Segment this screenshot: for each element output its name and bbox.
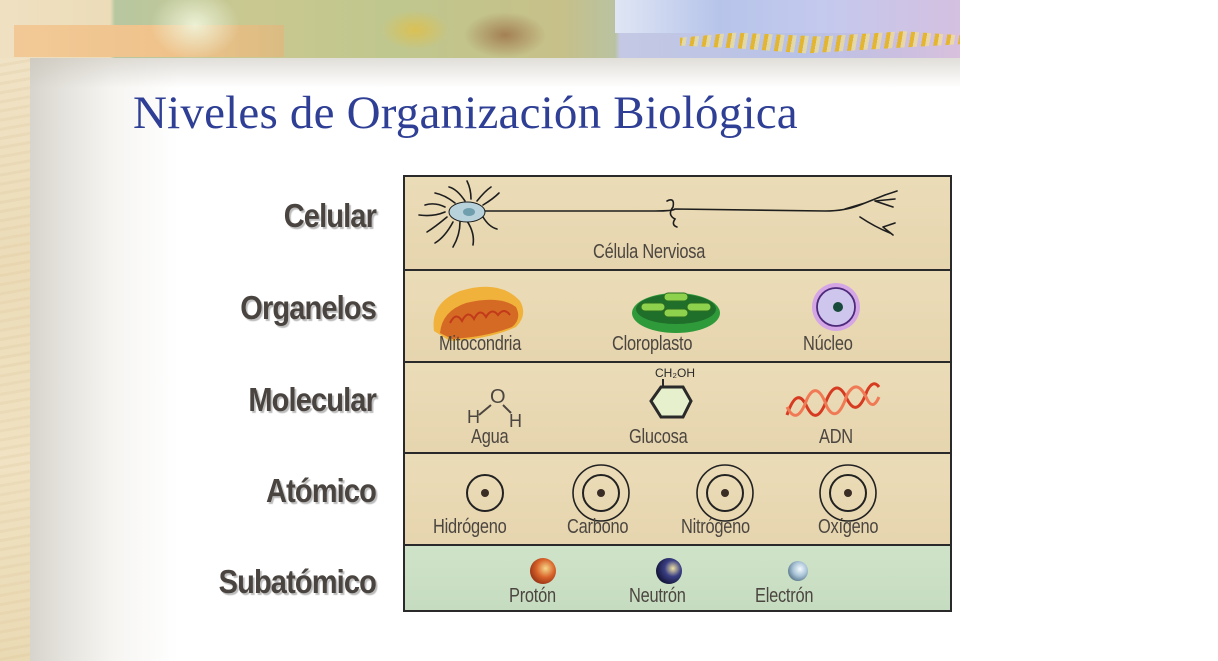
caption-nitrogeno: Nitrógeno (681, 516, 750, 538)
caption-neutron: Neutrón (629, 585, 686, 607)
oxygen-atom-icon (819, 464, 877, 522)
svg-text:H: H (467, 407, 480, 427)
banner-leaf-icon (460, 10, 550, 58)
level-label-organelos: Organelos (240, 289, 377, 326)
caption-celula-nerviosa: Célula Nerviosa (593, 241, 706, 263)
caption-adn: ADN (819, 426, 853, 448)
caption-agua: Agua (471, 426, 509, 448)
carbon-atom-icon (572, 464, 630, 522)
glucose-ring-icon: CH₂OH (649, 366, 695, 419)
nucleus-icon (812, 283, 860, 331)
page-shadow (30, 58, 960, 88)
row-molecular: O H H Agua CH₂OH Glucosa ADN (405, 363, 950, 454)
row-subatomico: Protón Neutrón Electrón (405, 546, 950, 610)
banner-flower-icon (380, 10, 450, 50)
slide: Niveles de Organización Biológica Celula… (0, 0, 960, 661)
row-organelos: Mitocondria Cloroplasto Núcleo (405, 271, 950, 363)
caption-cloroplasto: Cloroplasto (612, 333, 693, 355)
level-label-atomico: Atómico (266, 472, 377, 509)
svg-text:CH₂OH: CH₂OH (655, 366, 695, 380)
decorative-banner (0, 0, 960, 58)
nitrogen-atom-icon (696, 464, 754, 522)
chloroplast-icon (632, 292, 720, 333)
caption-glucosa: Glucosa (629, 426, 688, 448)
banner-hydrangea (615, 0, 960, 33)
slide-title: Niveles de Organización Biológica (133, 87, 798, 139)
caption-proton: Protón (509, 585, 556, 607)
banner-goldenrod (680, 31, 960, 54)
caption-electron: Electrón (755, 585, 814, 607)
electron-sphere-icon (788, 561, 808, 581)
dna-helix-icon (785, 382, 881, 417)
parchment-border (0, 0, 30, 661)
svg-text:H: H (509, 411, 522, 431)
caption-hidrogeno: Hidrógeno (433, 516, 507, 538)
mitochondria-icon (433, 286, 524, 341)
proton-sphere-icon (530, 558, 556, 584)
row-celular: Célula Nerviosa (405, 177, 950, 271)
row-atomico: Hidrógeno Carbono Nitrógeno Oxígeno (405, 454, 950, 546)
caption-oxigeno: Oxígeno (818, 516, 879, 538)
caption-nucleo: Núcleo (803, 333, 853, 355)
svg-text:O: O (490, 386, 506, 408)
levels-table: Célula Nerviosa Mitocondria Cloropla (403, 175, 952, 612)
level-label-subatomico: Subatómico (218, 563, 377, 600)
water-molecule-icon: O H H (467, 386, 522, 431)
banner-orange-strip (14, 25, 284, 57)
neutron-sphere-icon (656, 558, 682, 584)
caption-mitocondria: Mitocondria (439, 333, 522, 355)
caption-carbono: Carbono (567, 516, 629, 538)
hydrogen-atom-icon (466, 474, 504, 512)
level-label-molecular: Molecular (248, 381, 377, 418)
neuron-icon (418, 180, 898, 248)
banner-leaf-icon (150, 0, 240, 58)
level-label-celular: Celular (283, 197, 377, 234)
